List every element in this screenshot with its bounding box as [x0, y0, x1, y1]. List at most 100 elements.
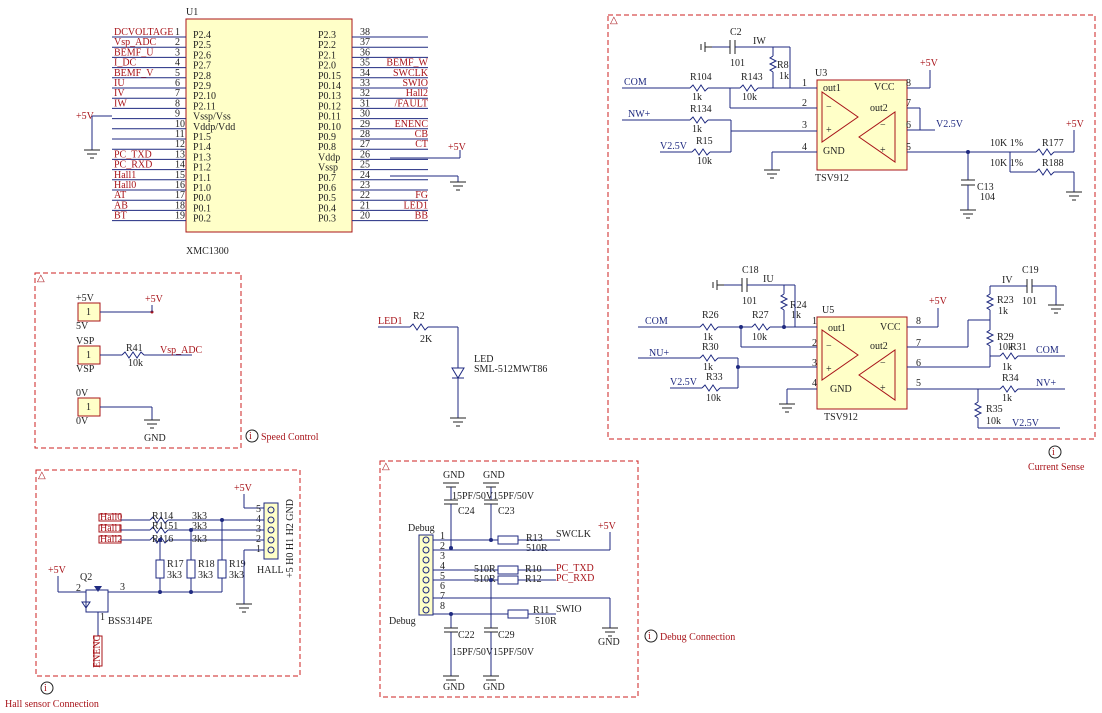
svg-text:5: 5 — [256, 504, 261, 515]
u1-right-pin-num: 31 — [360, 98, 370, 109]
u1-left-net: Vsp_ADC — [114, 37, 157, 48]
svg-text:R2: R2 — [413, 311, 425, 322]
svg-text:C13: C13 — [977, 182, 994, 193]
svg-text:10K 1%: 10K 1% — [990, 158, 1023, 169]
svg-text:out2: out2 — [870, 341, 888, 352]
u1-left-pin-name: P1.0 — [193, 183, 211, 194]
svg-text:GND: GND — [483, 470, 505, 481]
svg-text:V2.5V: V2.5V — [1012, 418, 1040, 429]
svg-text:C2: C2 — [730, 27, 742, 38]
svg-text:+: + — [880, 145, 886, 156]
svg-text:out1: out1 — [828, 323, 846, 334]
svg-text:15PF/50V: 15PF/50V — [452, 491, 494, 502]
svg-text:8: 8 — [906, 78, 911, 89]
u1-right-pin-name: P2.3 — [318, 30, 336, 41]
svg-text:3: 3 — [802, 120, 807, 131]
u1-left-pin-name: P1.3 — [193, 152, 211, 163]
svg-text:R134: R134 — [690, 104, 712, 115]
u1-ref: U1 — [186, 7, 198, 18]
svg-text:R35: R35 — [986, 404, 1003, 415]
svg-text:Q2: Q2 — [80, 572, 92, 583]
u1-right-pin-num: 23 — [360, 180, 370, 191]
u1-left-net: PC_TXD — [114, 149, 152, 160]
u1-left-net: IU — [114, 78, 125, 89]
svg-text:2: 2 — [802, 98, 807, 109]
u1-left-pin-num: 19 — [175, 211, 185, 222]
u1-left-pin-name: P2.4 — [193, 30, 211, 41]
svg-text:Hall2: Hall2 — [100, 534, 122, 545]
u1-left-net: BT — [114, 211, 127, 222]
u1-left-pin-name: P2.11 — [193, 101, 216, 112]
svg-text:0V: 0V — [76, 416, 89, 427]
svg-text:HALL: HALL — [257, 565, 284, 576]
u1-left-pin-num: 3 — [175, 47, 180, 58]
u1-right-pin-name: P0.12 — [318, 101, 341, 112]
u1-left-pin-num: 15 — [175, 170, 185, 181]
speed-plus5v: +5V — [145, 294, 164, 305]
svg-text:R17: R17 — [167, 559, 184, 570]
u1-left-pin-name: P2.6 — [193, 50, 211, 61]
svg-text:104: 104 — [980, 192, 995, 203]
svg-text:510R: 510R — [474, 564, 496, 575]
u1-right-pin-name: Vddp — [318, 152, 340, 163]
svg-text:NV+: NV+ — [1036, 378, 1056, 389]
u1-right-net: SWIO — [402, 78, 428, 89]
svg-text:1: 1 — [812, 316, 817, 327]
u1-right-pin-num: 32 — [360, 88, 370, 99]
u1-left-pin-num: 17 — [175, 190, 185, 201]
debug-pin-num: 2 — [440, 541, 445, 552]
u1-right-pin-name: P0.9 — [318, 132, 336, 143]
svg-text:6: 6 — [906, 120, 911, 131]
svg-text:101: 101 — [1022, 296, 1037, 307]
svg-text:+: + — [826, 364, 832, 375]
svg-text:1k: 1k — [779, 71, 789, 82]
svg-text:VCC: VCC — [880, 322, 901, 333]
u1-right-pin-name: P0.5 — [318, 193, 336, 204]
svg-text:R12: R12 — [525, 574, 542, 585]
svg-text:GND: GND — [443, 470, 465, 481]
hall-sensor-block: △ +5V 5 4 3 2 1 HALL +5 H0 H1 H2 GND Hal… — [5, 469, 301, 710]
svg-text:2K: 2K — [420, 334, 433, 345]
u1-left-net: AB — [114, 200, 128, 211]
debug-pin-num: 4 — [440, 561, 445, 572]
u1-left-pin-num: 6 — [175, 78, 180, 89]
svg-text:510R: 510R — [526, 543, 548, 554]
u1-right-pin-num: 25 — [360, 160, 370, 171]
u1-left-net: AT — [114, 190, 126, 201]
svg-text:PC_TXD: PC_TXD — [556, 563, 594, 574]
u1-right-pin-name: Vssp — [318, 163, 338, 174]
u1-right-pin-num: 26 — [360, 149, 370, 160]
u1-left-pin-num: 8 — [175, 98, 180, 109]
svg-text:R1151: R1151 — [152, 521, 178, 532]
svg-text:V2.5V: V2.5V — [670, 377, 698, 388]
svg-text:COM: COM — [645, 316, 668, 327]
svg-text:+: + — [880, 383, 886, 394]
u1-right-net: LED1 — [404, 200, 428, 211]
svg-text:+: + — [826, 125, 832, 136]
svg-text:+5V: +5V — [76, 293, 95, 304]
svg-text:3k3: 3k3 — [192, 521, 207, 532]
svg-text:3: 3 — [812, 358, 817, 369]
u1-right-net: /FAULT — [395, 98, 428, 109]
svg-text:GND: GND — [598, 637, 620, 648]
svg-text:△: △ — [382, 461, 390, 472]
u1-right-net: CB — [415, 129, 429, 140]
u1-right-net: Hall2 — [406, 88, 428, 99]
u1-left-net: Hall0 — [114, 180, 136, 191]
svg-text:1k: 1k — [1002, 393, 1012, 404]
svg-text:1k: 1k — [791, 310, 801, 321]
u1-left-pin-name: P1.4 — [193, 142, 211, 153]
svg-text:+5V: +5V — [234, 483, 253, 494]
svg-text:C23: C23 — [498, 506, 515, 517]
svg-text:4: 4 — [802, 142, 807, 153]
svg-text:Debug: Debug — [389, 616, 416, 627]
u1-right-pin-name: P0.7 — [318, 173, 336, 184]
u1-left-pin-num: 16 — [175, 180, 185, 191]
u1-right-pin-num: 20 — [360, 211, 370, 222]
svg-text:R11: R11 — [533, 605, 549, 616]
svg-text:R34: R34 — [1002, 373, 1019, 384]
debug-frame — [379, 460, 639, 698]
svg-text:R26: R26 — [702, 310, 719, 321]
